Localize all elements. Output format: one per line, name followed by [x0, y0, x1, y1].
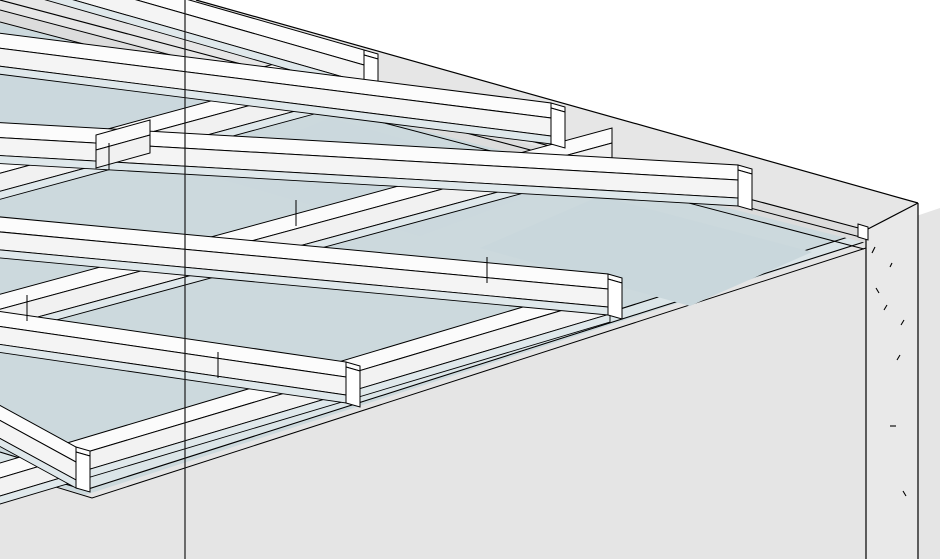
render-wall-bevel — [866, 203, 918, 230]
wall-tick-mark — [875, 287, 880, 294]
grid-a5[interactable] — [0, 310, 360, 407]
grid-a2[interactable] — [0, 32, 565, 148]
wall-tick-mark — [889, 262, 893, 268]
grid-a4-cap — [608, 279, 622, 319]
grid-a3-cap — [738, 170, 752, 210]
grid-a6-cap — [76, 452, 90, 492]
render-wall-beam-notch — [858, 224, 868, 240]
render-parapet-top-edge — [196, 0, 918, 203]
wall-tick-mark — [896, 354, 901, 361]
grid-a2-cap — [551, 108, 565, 148]
beam-b-mid-rim — [0, 314, 610, 507]
wall-tick-mark — [871, 246, 876, 254]
grid-a1[interactable] — [0, 0, 378, 95]
glass-cell — [480, 196, 812, 306]
wall-tick-mark — [883, 304, 888, 311]
wall-tick-mark — [902, 490, 907, 497]
render-wall-return — [866, 203, 918, 559]
render-void-upper-right — [196, 0, 940, 203]
grid-a5-cap — [346, 367, 360, 407]
grid-a4[interactable] — [0, 216, 622, 319]
grid-a6[interactable] — [0, 400, 90, 492]
wall-tick-mark — [900, 319, 905, 326]
wall-tick-marks — [871, 246, 907, 497]
grid-nodes — [27, 143, 487, 378]
